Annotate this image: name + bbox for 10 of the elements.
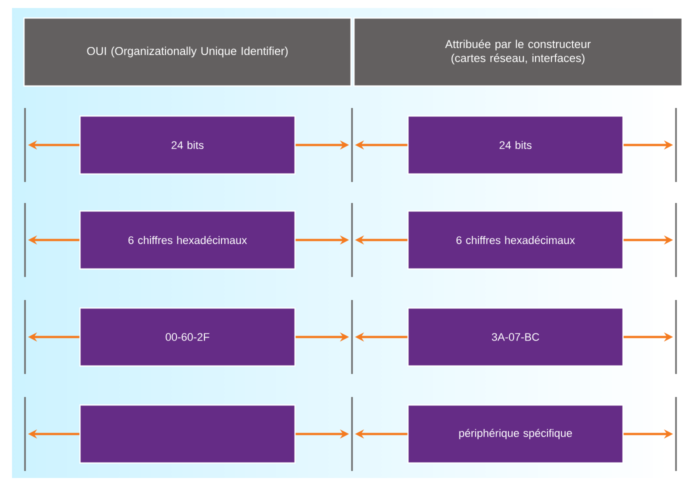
field-box: 3A-07-BC: [407, 307, 624, 367]
field-box: 00-60-2F: [79, 307, 296, 367]
field-box: [79, 404, 296, 464]
field-box: périphérique spécifique: [407, 404, 624, 464]
field-box: 6 chiffres hexadécimaux: [79, 210, 296, 270]
field-box: 24 bits: [79, 115, 296, 175]
header-box: Attribuée par le constructeur (cartes réseau, interfaces): [353, 17, 682, 87]
field-box: 6 chiffres hexadécimaux: [407, 210, 624, 270]
header-box: OUI (Organizationally Unique Identifier): [23, 17, 352, 87]
field-box: 24 bits: [407, 115, 624, 175]
